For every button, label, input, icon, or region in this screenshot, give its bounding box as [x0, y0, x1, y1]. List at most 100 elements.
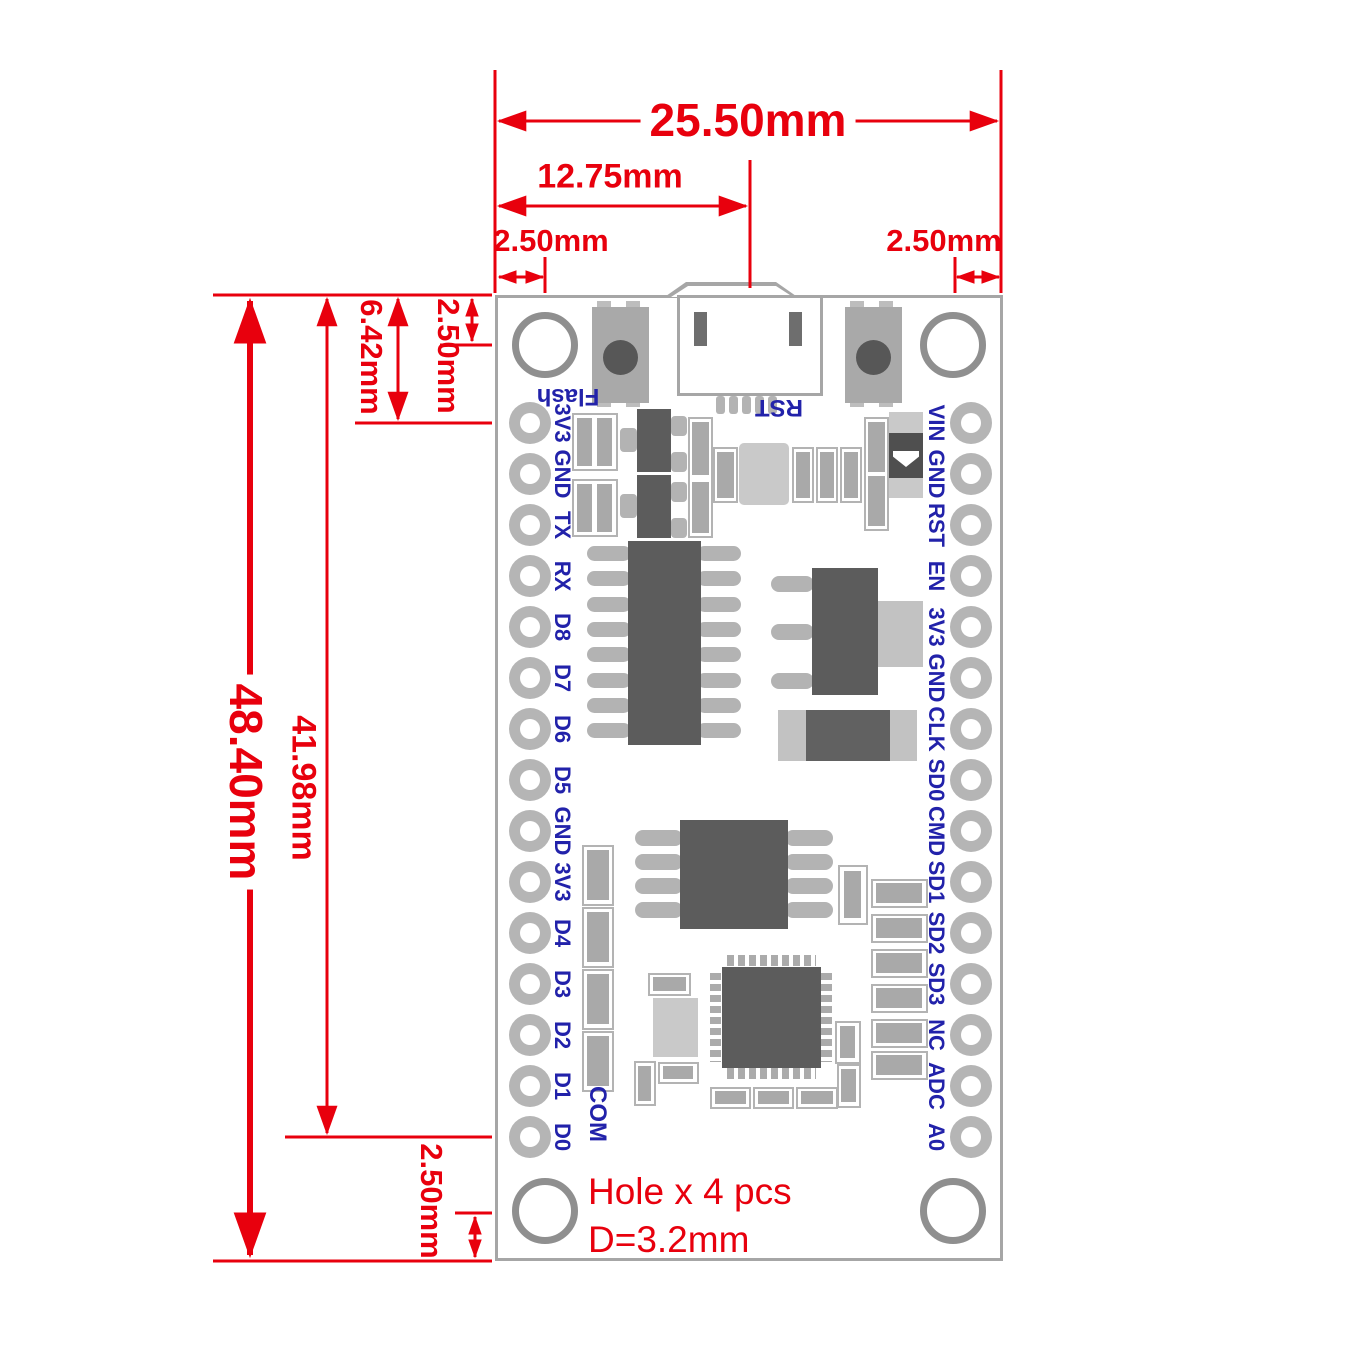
mcu-pins-left [710, 973, 721, 1062]
pin-label-left-14-d0: D0 [550, 1122, 575, 1152]
dim-edge-hole-right: 2.50mm [886, 223, 1002, 258]
flash-ic-leg [785, 854, 833, 870]
flash-memory-ic [680, 820, 788, 929]
mounting-hole-top-left [512, 312, 578, 378]
crystal-oscillator [739, 443, 789, 505]
pin-pad-right-2-rst [950, 504, 992, 546]
uart-ic-leg [697, 622, 741, 637]
uart-ic-leg [697, 597, 741, 612]
uart-ic-leg [697, 723, 741, 738]
reset-button-tab [850, 301, 864, 309]
resistor [758, 1091, 789, 1104]
pin-pad-left-11-d3 [509, 963, 551, 1005]
resistor [876, 1023, 922, 1043]
pin-pad-right-13-adc [950, 1065, 992, 1107]
regulator-leg [771, 576, 814, 592]
pin-label-right-12-nc: NC [924, 1019, 949, 1051]
capacitor [796, 452, 810, 498]
pin-label-right-10-sd2: SD2 [924, 911, 949, 955]
capacitor [653, 998, 698, 1057]
usb-uart-ic [628, 541, 701, 745]
pin-label-left-4-d8: D8 [550, 612, 575, 642]
voltage-regulator [812, 568, 878, 695]
pin-pad-left-9-3v3 [509, 861, 551, 903]
dim-center-offset: 12.75mm [537, 157, 683, 196]
usb-leg [729, 396, 738, 414]
resistor [868, 422, 885, 472]
pin-label-right-2-rst: RST [924, 503, 949, 547]
flash-ic-leg [635, 854, 683, 870]
pin-pad-right-3-en [950, 555, 992, 597]
usb-slot-left [694, 312, 707, 346]
pin-pad-left-3-rx [509, 555, 551, 597]
dim-edge-hole-bottom: 2.50mm [414, 1143, 449, 1259]
resistor [717, 452, 734, 498]
mcu-pins-top [727, 955, 816, 966]
flash-button-tab [626, 399, 640, 407]
uart-ic-leg [697, 546, 741, 561]
mounting-hole-bottom-left [512, 1178, 578, 1244]
flash-button-tab [626, 301, 640, 309]
pin-label-left-12-d2: D2 [550, 1020, 575, 1050]
pin-pad-right-9-sd1 [950, 861, 992, 903]
flash-ic-leg [785, 830, 833, 846]
resistor [653, 977, 686, 991]
capacitor [597, 484, 612, 532]
transistor-leg [620, 428, 637, 452]
pin-label-right-11-sd3: SD3 [924, 962, 949, 1006]
usb-leg [716, 396, 725, 414]
flash-ic-leg [635, 902, 683, 918]
resistor [876, 953, 922, 973]
resistor [692, 422, 709, 475]
flash-ic-leg [635, 830, 683, 846]
dim-edge-hole-left: 2.50mm [493, 223, 609, 258]
resistor [868, 476, 885, 526]
pin-label-left-7-d5: D5 [550, 765, 575, 795]
pin-label-right-7-sd0: SD0 [924, 758, 949, 802]
pin-label-right-3-en: EN [924, 560, 949, 592]
resistor [692, 482, 709, 533]
regulator-leg [771, 624, 814, 640]
uart-ic-leg [697, 647, 741, 662]
resistor [841, 1069, 856, 1102]
dim-total-width: 25.50mm [640, 93, 856, 147]
resistor [844, 871, 861, 918]
uart-ic-leg [587, 622, 631, 637]
pin-label-right-4-3v3: 3V3 [924, 607, 949, 647]
flash-ic-leg [785, 902, 833, 918]
mounting-hole-top-right [920, 312, 986, 378]
pin-label-left-8-gnd: GND [550, 806, 575, 856]
transistor [637, 475, 671, 538]
regulator-tab [877, 601, 923, 667]
resistor-network-element [587, 1036, 609, 1086]
resistor [876, 883, 922, 903]
pin-label-right-6-clk: CLK [924, 706, 949, 752]
pin-pad-right-12-nc [950, 1014, 992, 1056]
pin-label-right-9-sd1: SD1 [924, 860, 949, 904]
pin-label-left-0-3v3: 3V3 [550, 403, 575, 443]
pin-label-left-13-d1: D1 [550, 1071, 575, 1101]
flash-button-tab [597, 399, 611, 407]
pin-label-right-5-gnd: GND [924, 653, 949, 703]
inductor-pad [778, 710, 808, 761]
pin-pad-left-0-3v3 [509, 402, 551, 444]
resistor-network-element [587, 912, 609, 962]
transistor-leg [671, 416, 687, 436]
pin-pad-left-8-gnd [509, 810, 551, 852]
capacitor [844, 452, 858, 498]
dim-edge-hole-top: 2.50mm [431, 298, 466, 414]
usb-leg [742, 396, 751, 414]
pin-pad-left-13-d1 [509, 1065, 551, 1107]
usb-leg [755, 396, 764, 414]
pin-pad-right-8-cmd [950, 810, 992, 852]
pin-pad-left-10-d4 [509, 912, 551, 954]
pin-label-right-14-a0: A0 [924, 1122, 949, 1152]
transistor-leg [671, 452, 687, 472]
dim-top-to-first-pin: 6.42mm [354, 299, 389, 415]
uart-ic-leg [587, 723, 631, 738]
dim-top-to-last-pin: 41.98mm [284, 715, 323, 861]
capacitor [577, 418, 592, 466]
pin-pad-left-6-d6 [509, 708, 551, 750]
capacitor [820, 452, 834, 498]
transistor-leg [671, 482, 687, 502]
